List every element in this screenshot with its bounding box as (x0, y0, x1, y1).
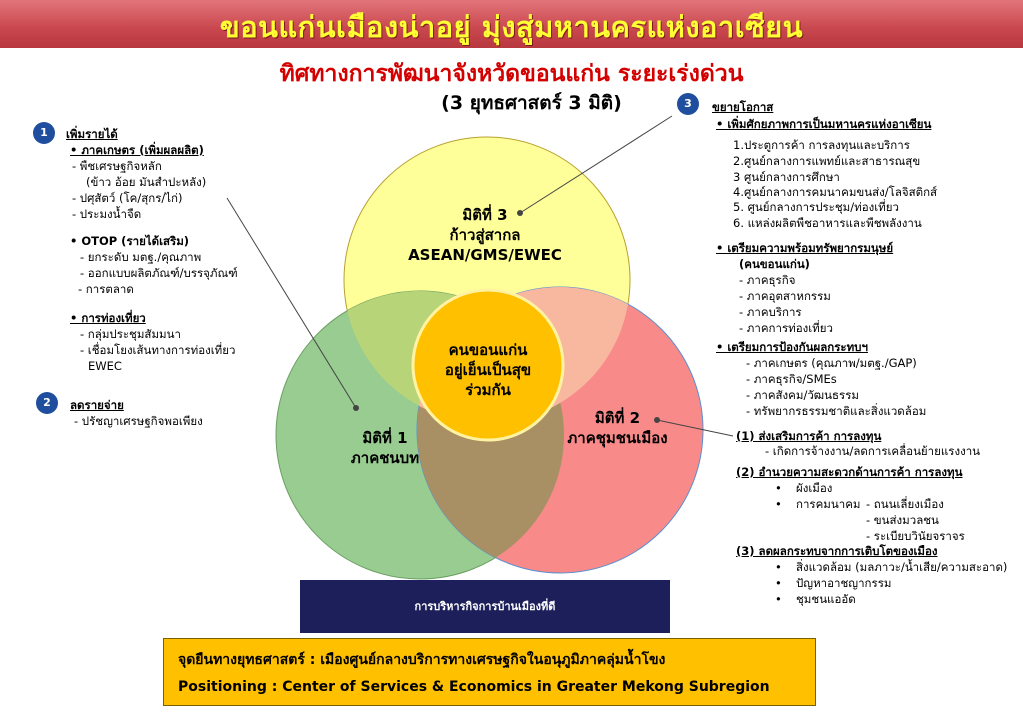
urban-point-3-title: (3) ลดผลกระทบจากการเติบโตของเมือง (736, 544, 938, 558)
urban-bullet: • (775, 481, 782, 495)
positioning-box: จุดยืนทางยุทธศาสตร์ : เมืองศูนย์กลางบริก… (163, 638, 816, 706)
asean-metro-item: 3 ศูนย์กลางการศึกษา (733, 170, 840, 184)
dimension-2-title: มิติที่ 2 (594, 409, 641, 427)
urban-point-2-title: (2) อำนวยความสะดวกด้านการค้า การลงทุน (736, 465, 963, 479)
positioning-english: Positioning : Center of Services & Econo… (178, 679, 770, 695)
banner-title: ขอนแก่นเมืองน่าอยู่ มุ่งสู่มหานครแห่งอาเ… (219, 10, 804, 44)
human-resource-item: - ภาคอุตสาหกรรม (739, 289, 831, 303)
asean-metro-item: 1.ประตูการค้า การลงทุนและบริการ (733, 138, 910, 152)
urban-bullet: • (775, 576, 782, 590)
human-resource-item: - ภาคบริการ (739, 305, 802, 319)
human-resource-sub: (คนขอนแก่น) (739, 257, 810, 271)
otop-title: • OTOP (รายได้เสริม) (70, 234, 190, 248)
agri-item: - ปศุสัตว์ (โค/สุกร/ไก่) (72, 191, 183, 205)
positioning-thai: จุดยืนทางยุทธศาสตร์ : เมืองศูนย์กลางบริก… (178, 652, 666, 668)
agri-item: - ประมงน้ำจืด (72, 207, 142, 221)
urban-point-1-title: (1) ส่งเสริมการค้า การลงทุน (736, 429, 882, 443)
urban-bullet: • (775, 497, 782, 511)
connector-line-1 (226, 197, 357, 409)
asean-metro-item: 6. แหล่งผลิตพืชอาหารและพืชพลังงาน (733, 216, 922, 230)
dimension-1-subtitle: ภาคชนบท (350, 449, 420, 467)
urban-point-2-subitem: - ถนนเลี่ยงเมือง (866, 497, 944, 511)
human-resource-title: • เตรียมความพร้อมทรัพยากรมนุษย์ (716, 241, 894, 255)
asean-metro-item: 2.ศูนย์กลางการแพทย์และสาธารณสุข (733, 154, 921, 168)
strategy-2-title: ลดรายจ่าย (70, 398, 124, 412)
urban-point-3-item: ชุมชนแออัด (796, 592, 856, 606)
connector-dot-1 (353, 405, 359, 411)
title-banner: ขอนแก่นเมืองน่าอยู่ มุ่งสู่มหานครแห่งอาเ… (0, 0, 1023, 48)
impact-prevention-item: - ทรัพยากรธรรมชาติและสิ่งแวดล้อม (746, 404, 927, 418)
dimension-1-title: มิติที่ 1 (362, 429, 408, 447)
slide-subtitle: ทิศทางการพัฒนาจังหวัดขอนแก่น ระยะเร่งด่ว… (279, 61, 744, 87)
impact-prevention-title: • เตรียมการป้องกันผลกระทบฯ (716, 340, 868, 354)
agri-item: (ข้าว อ้อย มันสำปะหลัง) (86, 175, 207, 189)
dimension-3-detail: ASEAN/GMS/EWEC (408, 246, 562, 264)
strategy-3-title: ขยายโอกาส (712, 100, 774, 114)
urban-point-1-item: - เกิดการจ้างงาน/ลดการเคลื่อนย้ายแรงงาน (765, 444, 981, 458)
urban-point-2-subitem: - ขนส่งมวลชน (866, 513, 939, 527)
otop-item: - ยกระดับ มตฐ./คุณภาพ (80, 250, 202, 264)
urban-point-2-item: การคมนาคม (796, 497, 861, 511)
impact-prevention-item: - ภาคธุรกิจ/SMEs (746, 372, 837, 386)
human-resource-item: - ภาคธุรกิจ (739, 273, 796, 287)
asean-metro-item: 5. ศูนย์กลางการประชุม/ท่องเที่ยว (733, 200, 899, 214)
urban-point-2-subitem: - ระเบียบวินัยจราจร (866, 529, 965, 543)
dimension-1-label: มิติที่ 1 ภาคชนบท (320, 428, 450, 468)
tourism-item: - เชื่อมโยงเส้นทางการท่องเที่ยว (80, 343, 236, 357)
center-line-3: ร่วมกัน (465, 381, 511, 399)
tourism-title: • การท่องเที่ยว (70, 311, 146, 325)
connector-dot-2 (654, 417, 660, 423)
urban-bullet: • (775, 592, 782, 606)
impact-prevention-item: - ภาคสังคม/วัฒนธรรม (746, 388, 859, 402)
dimension-3-label: มิติที่ 3 ก้าวสู่สากล ASEAN/GMS/EWEC (375, 205, 595, 265)
connector-line-2 (656, 419, 734, 437)
asean-metro-title: • เพิ่มศักยภาพการเป็นมหานครแห่งอาเซียน (716, 117, 932, 131)
center-label: คนขอนแก่น อยู่เย็นเป็นสุข ร่วมกัน (418, 340, 558, 400)
tourism-item: EWEC (88, 359, 122, 373)
good-governance-box: การบริหารกิจการบ้านเมืองที่ดี (300, 580, 670, 633)
otop-item: - การตลาด (78, 282, 134, 296)
impact-prevention-item: - ภาคเกษตร (คุณภาพ/มตฐ./GAP) (746, 356, 917, 370)
dimension-2-label: มิติที่ 2 ภาคชุมชนเมือง (540, 408, 695, 448)
center-circle (411, 288, 565, 442)
slide-subtitle-2: (3 ยุทธศาสตร์ 3 มิติ) (441, 92, 622, 114)
otop-item: - ออกแบบผลิตภัณฑ์/บรรจุภัณฑ์ (80, 266, 238, 280)
strategy-3-badge: 3 (677, 93, 699, 115)
strategy-1-badge: 1 (33, 122, 55, 144)
connector-line-3 (519, 115, 673, 214)
dimension-3-subtitle: ก้าวสู่สากล (449, 226, 521, 244)
strategy-2-item: - ปรัชญาเศรษฐกิจพอเพียง (74, 414, 203, 428)
agri-title: • ภาคเกษตร (เพิ่มผลผลิต) (70, 143, 204, 157)
strategy-2-badge: 2 (36, 392, 58, 414)
human-resource-item: - ภาคการท่องเที่ยว (739, 321, 833, 335)
connector-dot-3 (517, 210, 523, 216)
dimension-2-subtitle: ภาคชุมชนเมือง (567, 429, 668, 447)
asean-metro-item: 4.ศูนย์กลางการคมนาคมขนส่ง/โลจิสติกส์ (733, 185, 938, 199)
agri-item: - พืชเศรษฐกิจหลัก (72, 159, 162, 173)
strategy-1-title: เพิ่มรายได้ (66, 127, 118, 141)
urban-bullet: • (775, 560, 782, 574)
urban-point-2-item: ผังเมือง (796, 481, 833, 495)
center-line-2: อยู่เย็นเป็นสุข (444, 361, 532, 379)
tourism-item: - กลุ่มประชุมสัมมนา (80, 327, 181, 341)
dimension-3-title: มิติที่ 3 (462, 206, 508, 224)
center-line-1: คนขอนแก่น (448, 341, 528, 359)
urban-point-3-item: สิ่งแวดล้อม (มลภาวะ/น้ำเสีย/ความสะอาด) (796, 560, 1008, 574)
urban-point-3-item: ปัญหาอาชญากรรม (796, 576, 892, 590)
